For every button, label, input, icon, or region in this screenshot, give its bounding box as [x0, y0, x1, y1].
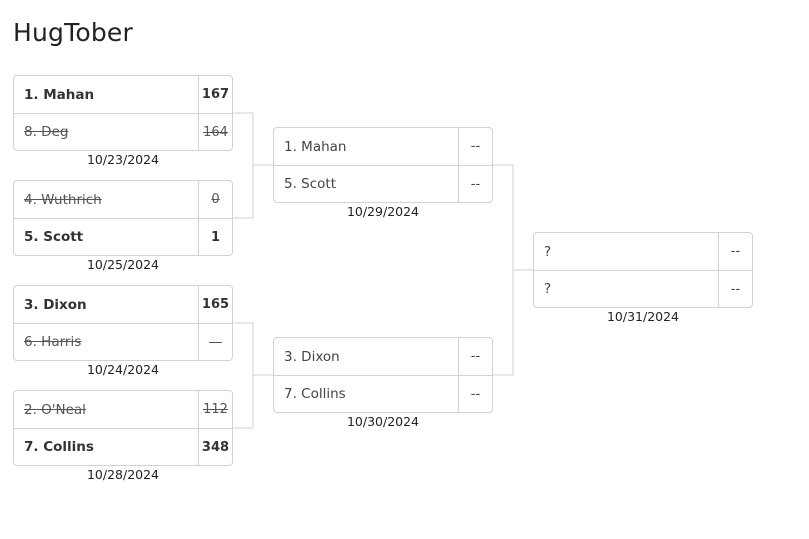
team-name: 1. Mahan [284, 138, 347, 155]
team-score: 164 [198, 114, 232, 150]
match-date: 10/25/2024 [86, 257, 160, 272]
match-final[interactable]: ? -- ? -- 10/31/2024 [533, 232, 753, 324]
team-name: 5. Scott [284, 176, 337, 192]
team-name: ? [544, 243, 552, 260]
match-date: 10/28/2024 [86, 467, 160, 482]
team-score: 0 [198, 181, 232, 218]
team-slot[interactable]: ? -- [534, 233, 752, 270]
team-score: 165 [198, 286, 232, 323]
match-date: 10/31/2024 [606, 309, 680, 324]
match-r1-3[interactable]: 3. Dixon 165 6. Harris — 10/24/2024 [13, 285, 233, 377]
team-score: -- [718, 271, 752, 307]
team-score: -- [458, 128, 492, 165]
match-date: 10/24/2024 [86, 362, 160, 377]
match-r2-1[interactable]: 1. Mahan -- 5. Scott -- 10/29/2024 [273, 127, 493, 219]
team-slot[interactable]: ? -- [534, 270, 752, 307]
match-r1-2[interactable]: 4. Wuthrich 0 5. Scott 1 10/25/2024 [13, 180, 233, 272]
team-score: -- [458, 376, 492, 412]
team-slot[interactable]: 3. Dixon 165 [14, 286, 232, 323]
connector-r1-a [233, 112, 273, 219]
team-slot[interactable]: 5. Scott 1 [14, 218, 232, 255]
match-r1-4[interactable]: 2. O'Neal 112 7. Collins 348 10/28/2024 [13, 390, 233, 482]
team-slot[interactable]: 7. Collins 348 [14, 428, 232, 465]
team-name: 3. Dixon [284, 348, 340, 365]
team-slot[interactable]: 1. Mahan -- [274, 128, 492, 165]
team-name: 8. Deg [24, 124, 69, 140]
connector-r2 [493, 164, 533, 376]
team-name: 7. Collins [284, 386, 346, 402]
team-name: 2. O'Neal [24, 401, 86, 418]
match-r2-2[interactable]: 3. Dixon -- 7. Collins -- 10/30/2024 [273, 337, 493, 429]
match-date: 10/29/2024 [346, 204, 420, 219]
team-slot[interactable]: 6. Harris — [14, 323, 232, 360]
team-score: 1 [198, 219, 232, 255]
team-score: -- [458, 166, 492, 202]
team-score: 167 [198, 76, 232, 113]
team-name: 7. Collins [24, 439, 94, 455]
bracket-title: HugTober [13, 18, 133, 47]
team-slot[interactable]: 8. Deg 164 [14, 113, 232, 150]
team-score: — [198, 324, 232, 360]
team-name: ? [544, 281, 552, 297]
team-slot[interactable]: 1. Mahan 167 [14, 76, 232, 113]
match-date: 10/30/2024 [346, 414, 420, 429]
team-slot[interactable]: 3. Dixon -- [274, 338, 492, 375]
team-name: 1. Mahan [24, 86, 95, 103]
team-name: 6. Harris [24, 334, 82, 350]
team-score: -- [458, 338, 492, 375]
team-name: 3. Dixon [24, 296, 87, 313]
team-score: 348 [198, 429, 232, 465]
team-slot[interactable]: 5. Scott -- [274, 165, 492, 202]
team-score: 112 [198, 391, 232, 428]
match-date: 10/23/2024 [86, 152, 160, 167]
team-score: -- [718, 233, 752, 270]
team-name: 5. Scott [24, 229, 84, 245]
team-slot[interactable]: 4. Wuthrich 0 [14, 181, 232, 218]
connector-r1-b [233, 322, 273, 429]
team-name: 4. Wuthrich [24, 191, 102, 208]
team-slot[interactable]: 2. O'Neal 112 [14, 391, 232, 428]
match-r1-1[interactable]: 1. Mahan 167 8. Deg 164 10/23/2024 [13, 75, 233, 167]
team-slot[interactable]: 7. Collins -- [274, 375, 492, 412]
